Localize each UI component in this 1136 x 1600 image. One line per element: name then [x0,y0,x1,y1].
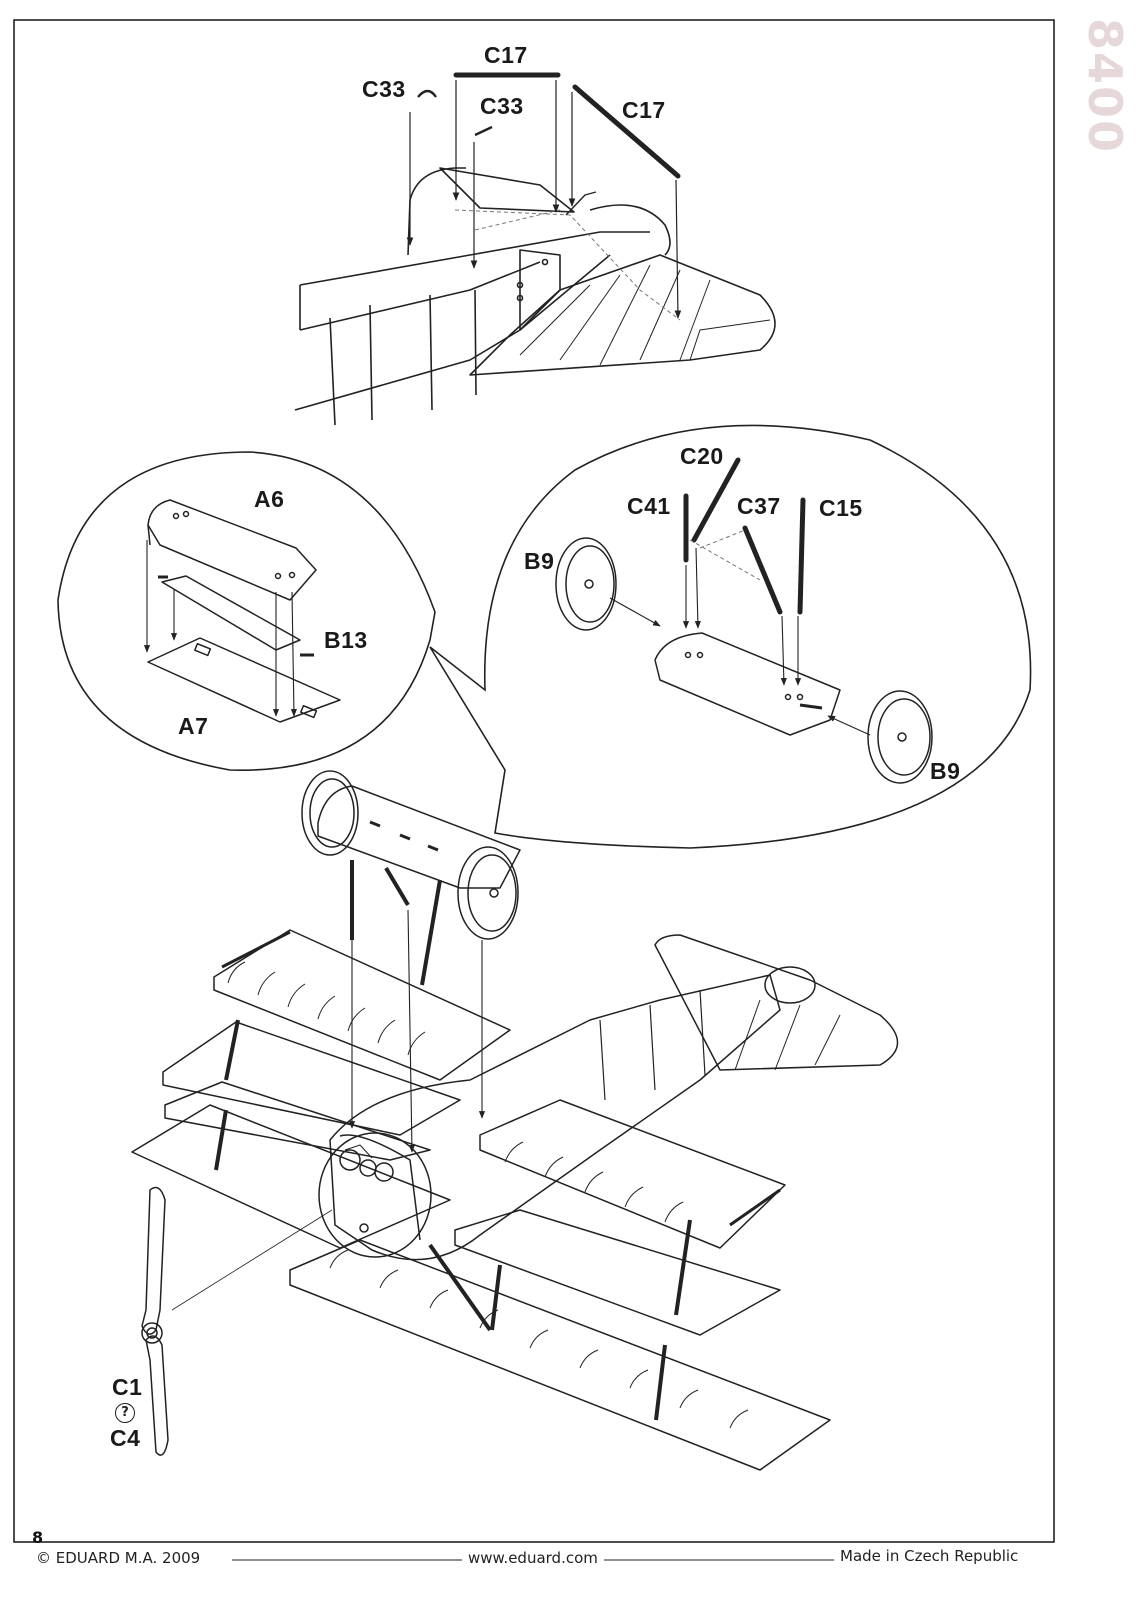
label-c41: C41 [627,493,671,519]
label-c37: C37 [737,493,781,519]
label-c17-top-right: C17 [622,97,666,123]
axle-wing-arrows [143,540,297,717]
footer-made-in: Made in Czech Republic [834,1547,1025,1565]
alternative-question-mark: ? [115,1403,135,1423]
label-a7: A7 [178,713,209,739]
tail-assembly-arrows [406,80,682,319]
label-a6: A6 [254,486,285,512]
propeller-diagram [141,1186,169,1456]
label-b13: B13 [324,627,368,653]
label-c33-top-center: C33 [480,93,524,119]
footer-website[interactable]: www.eduard.com [462,1549,604,1567]
page-border [13,19,1055,1543]
label-c20: C20 [680,443,724,469]
undercarriage-parts [555,457,933,784]
axle-wing-parts [147,499,341,723]
triplane-arrows [171,909,486,1311]
axle-wing-detail-balloon [57,451,436,771]
label-c17-top-left: C17 [484,42,528,68]
page-number: 8 [32,1528,44,1547]
footer-copyright: © EDUARD M.A. 2009 [30,1549,207,1567]
label-b9-left: B9 [524,548,555,574]
label-c4: C4 [110,1425,141,1451]
triplane-diagram [131,770,899,1471]
margin-stamp: 8400 [1078,18,1132,155]
label-b9-right: B9 [930,758,961,784]
label-c33-top-left: C33 [362,76,406,102]
undercarriage-arrows [609,547,871,736]
tail-assembly-diagram [294,72,776,426]
undercarriage-detail-balloon [429,424,1032,849]
label-c1: C1 [112,1374,143,1400]
label-c15: C15 [819,495,863,521]
